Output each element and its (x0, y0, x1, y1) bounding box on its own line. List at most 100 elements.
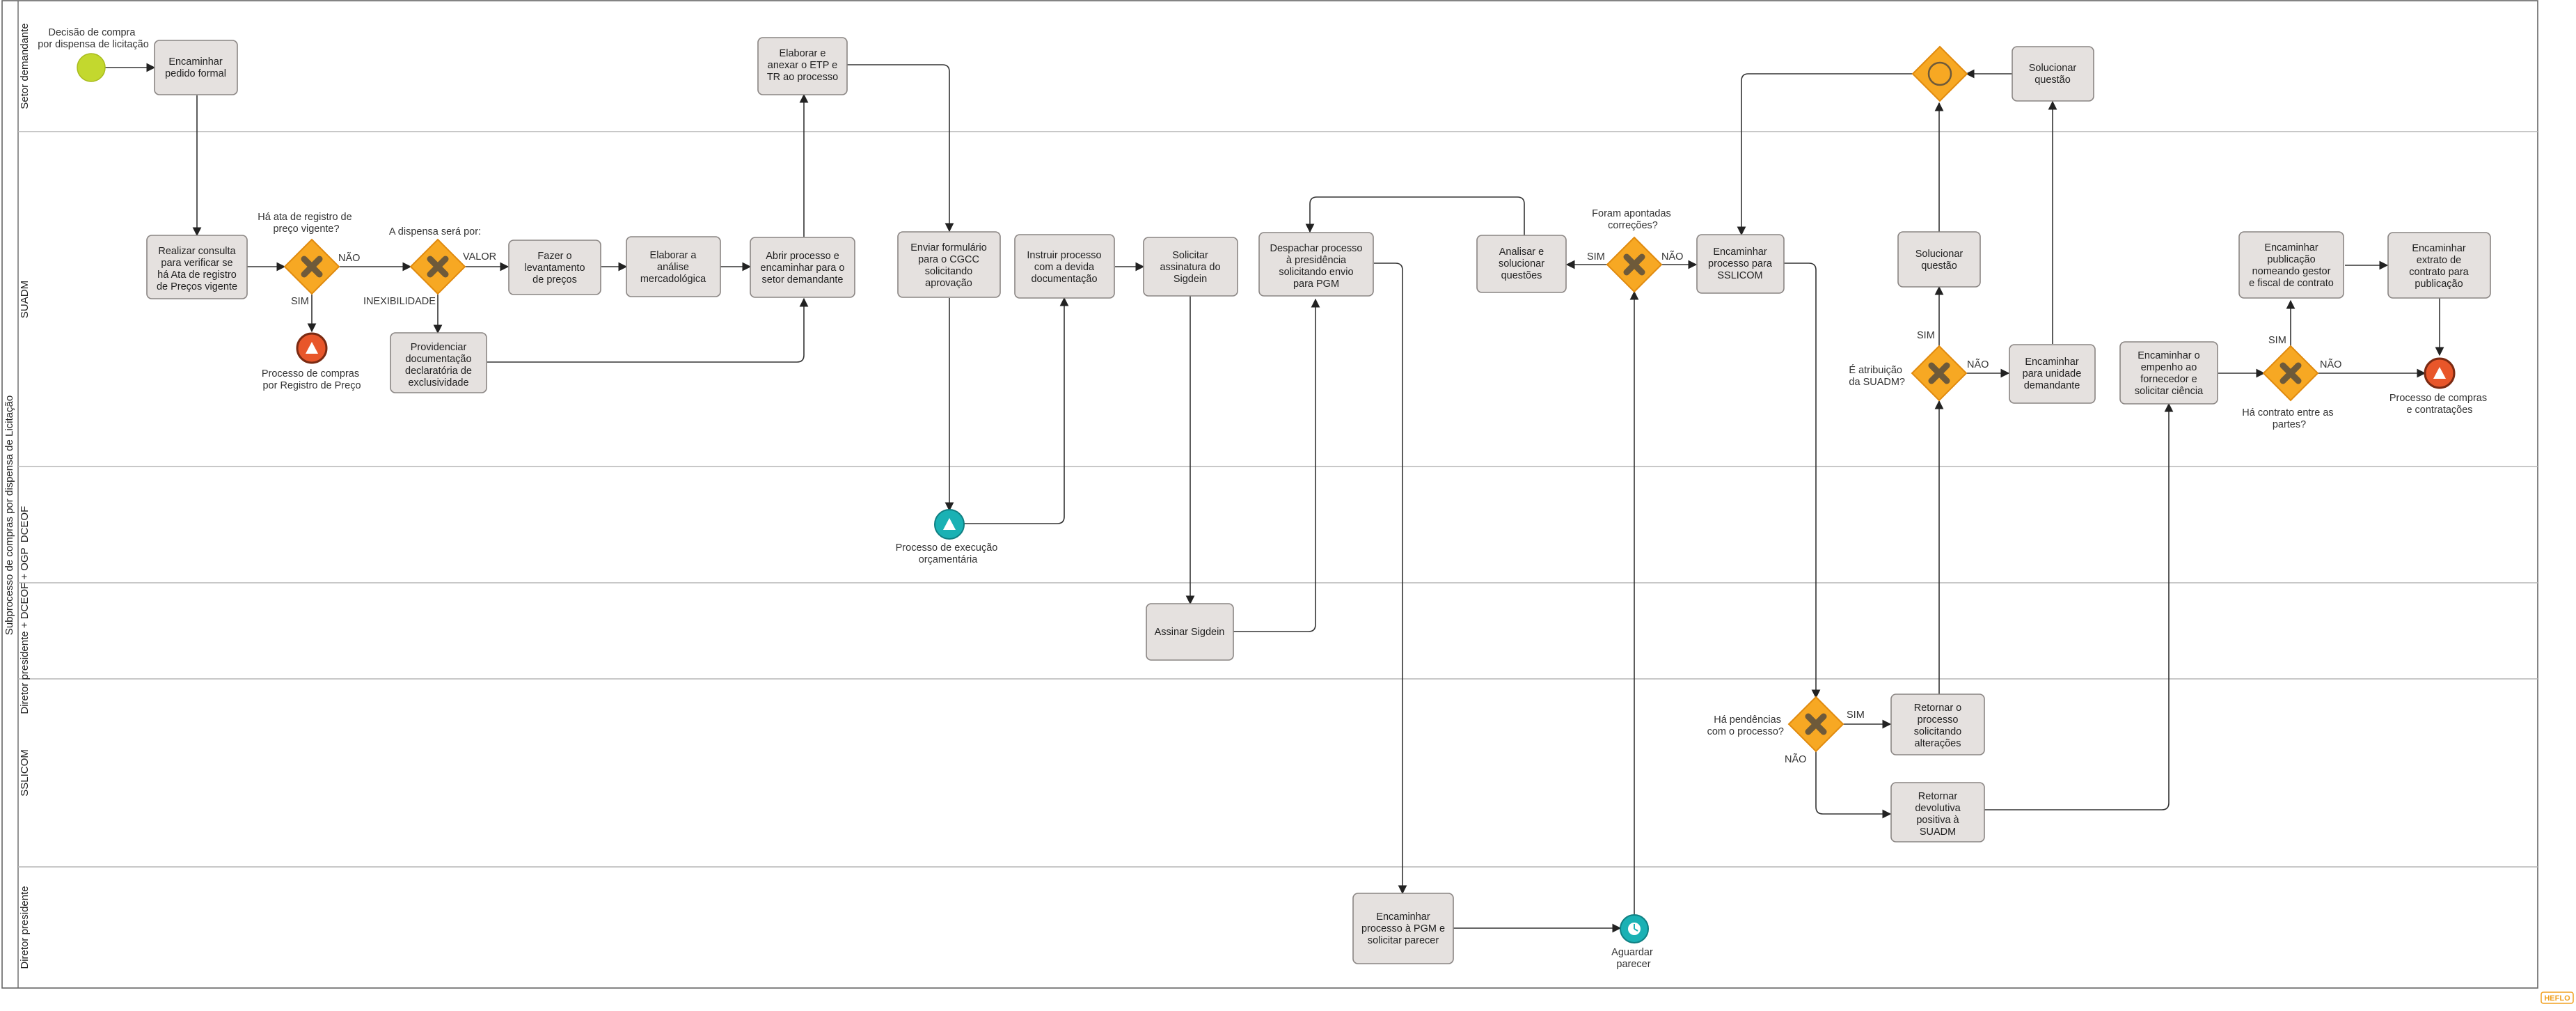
pool-label: Subprocesso de compras por dispensa de L… (3, 395, 15, 635)
exclusive-x-icon (301, 256, 323, 278)
lane-label-suadm: SUADM (19, 281, 31, 318)
flow-label-contrato-sim: SIM (2268, 335, 2286, 346)
svg-text:Assinar Sigdein: Assinar Sigdein (1155, 627, 1225, 638)
flow-label-atribuicao-nao: NÃO (1967, 359, 1989, 370)
exclusive-x-icon (1623, 253, 1645, 276)
lane-label-sslicom: SSLICOM (19, 749, 31, 797)
flow-label-dispensa-valor: VALOR (463, 251, 496, 262)
timer-event-parecer-label: Aguardar parecer (1611, 947, 1656, 970)
subprocess-event-execucao-label: Processo de execução orçamentária (896, 542, 1001, 565)
flow-label-ata-nao: NÃO (338, 252, 360, 264)
gateway-dispensa-label: A dispensa será por: (389, 226, 481, 237)
lane-label-setor: Setor demandante (19, 23, 31, 109)
flow-label-pendencias-nao: NÃO (1785, 753, 1806, 765)
task-assinar-sigdein[interactable]: Assinar Sigdein (1146, 603, 1234, 661)
flow-label-contrato-nao: NÃO (2320, 359, 2341, 370)
end-event-ata-label: Processo de compras por Registro de Preç… (262, 368, 362, 391)
exclusive-x-icon (2279, 362, 2302, 384)
gateway-pendencias-label: Há pendências com o processo? (1707, 714, 1784, 737)
gateway-pendencias[interactable] (1787, 696, 1844, 753)
flow-labels: NÃO SIM VALOR INEXIBILIDADE SIM NÃO SIM … (291, 251, 2341, 765)
flow-label-ata-sim: SIM (291, 296, 309, 307)
escalation-icon (943, 518, 956, 530)
flow-label-correcoes-sim: SIM (1587, 251, 1605, 262)
exclusive-x-icon (1805, 713, 1827, 735)
sequence-flows (105, 63, 2444, 933)
start-event[interactable] (77, 53, 106, 82)
circle-icon (1927, 61, 1952, 86)
gateway-contrato[interactable] (2262, 345, 2319, 402)
end-event-ata[interactable] (296, 332, 328, 364)
start-event-label: Decisão de compra por dispensa de licita… (38, 27, 149, 50)
flow-label-dispensa-inexibilidade: INEXIBILIDADE (363, 296, 436, 307)
end-event-contratacoes[interactable] (2424, 357, 2456, 389)
exclusive-x-icon (427, 256, 449, 278)
flow-label-atribuicao-sim: SIM (1917, 330, 1935, 341)
timer-event-parecer[interactable] (1620, 914, 1649, 943)
gateway-correcoes[interactable] (1606, 236, 1663, 293)
subprocess-event-execucao[interactable] (934, 509, 965, 540)
gateway-dispensa[interactable] (409, 238, 466, 295)
gateway-ata[interactable] (283, 238, 340, 295)
gateway-atribuicao[interactable] (1911, 345, 1968, 402)
pool: Subprocesso de compras por dispensa de L… (1, 0, 2538, 989)
heflo-logo: HEFLO (2541, 992, 2574, 1004)
lane-label-dceof: DCEOF (19, 506, 31, 543)
svg-text:HEFLO: HEFLO (2544, 994, 2570, 1003)
end-event-contratacoes-label: Processo de compras e contratações (2389, 393, 2490, 416)
gateway-contrato-label: Há contrato entre as partes? (2242, 407, 2336, 430)
lane-label-diretor-dceof: Diretor presidente + DCEOF + OGP (19, 547, 31, 714)
gateway-event-based[interactable] (1911, 45, 1968, 102)
gateway-ata-label: Há ata de registro de preço vigente? (258, 212, 354, 235)
escalation-icon (306, 342, 318, 354)
lane-label-diretor: Diretor presidente (19, 886, 31, 969)
exclusive-x-icon (1928, 362, 1950, 384)
flow-label-correcoes-nao: NÃO (1661, 251, 1683, 262)
gateway-correcoes-label: Foram apontadas correções? (1592, 208, 1674, 231)
flow-label-pendencias-sim: SIM (1847, 710, 1865, 721)
